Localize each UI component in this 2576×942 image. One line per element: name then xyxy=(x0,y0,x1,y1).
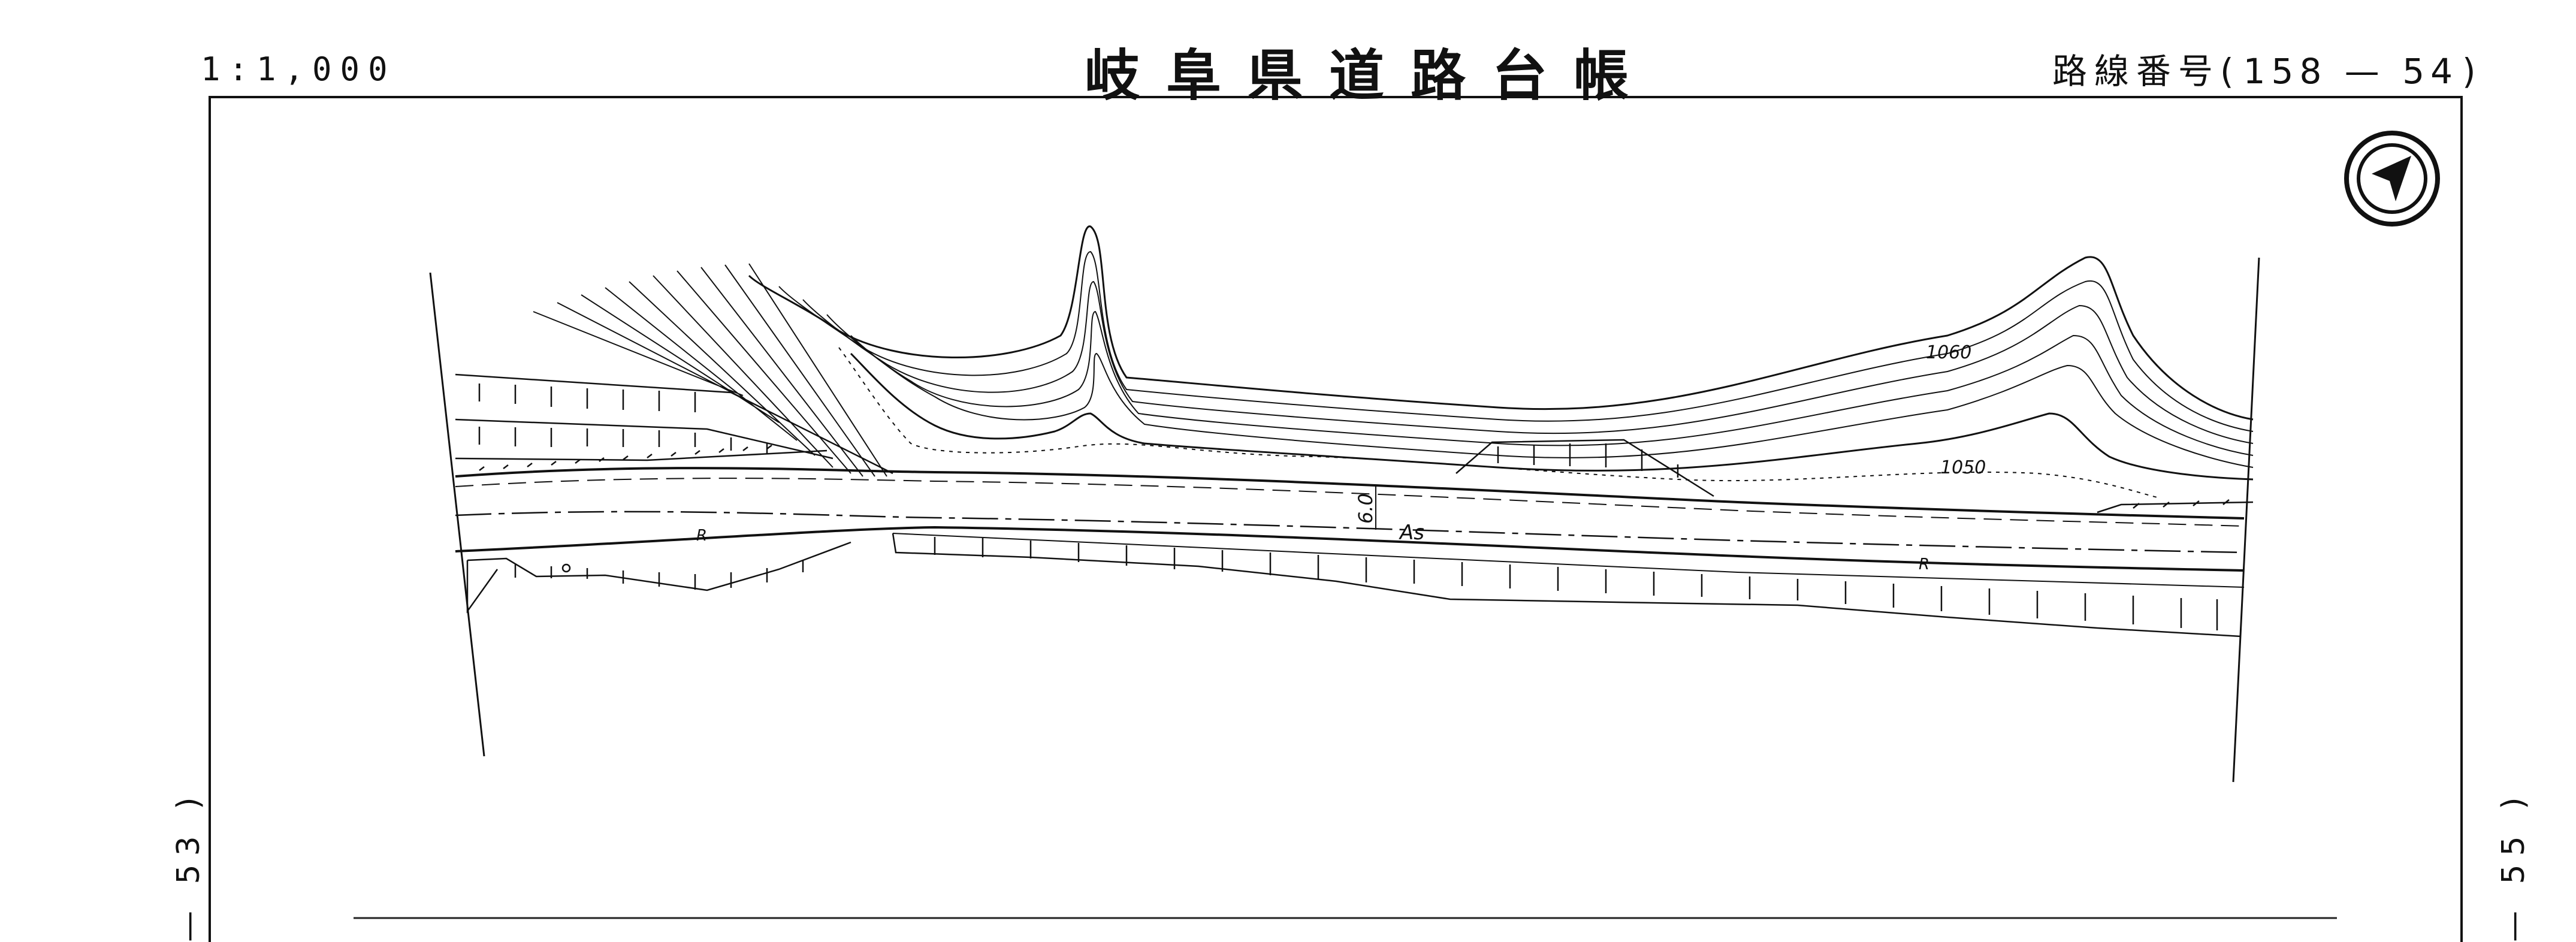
road xyxy=(455,467,2245,588)
route-open-paren: ( xyxy=(2220,51,2240,92)
route-number: 158 — 54 xyxy=(2243,51,2459,92)
map-scale: 1:1,000 xyxy=(201,50,396,88)
upper-slope-right xyxy=(2097,499,2254,514)
route-number-label: 路線番号 xyxy=(2052,51,2221,92)
road-width-label: 6.0 xyxy=(1354,493,1377,524)
retaining-wall-mark-right: R xyxy=(1919,555,1929,573)
road-edge-lower xyxy=(455,526,2245,572)
upper-slope-left xyxy=(455,373,893,475)
road-surface-label: As xyxy=(1399,521,1424,545)
contour-lines xyxy=(748,225,2254,498)
north-arrow-icon xyxy=(2344,131,2440,227)
retaining-wall-mark-left: R xyxy=(696,527,707,545)
road-edge-upper-inner xyxy=(455,478,2245,527)
upper-slope-steep xyxy=(533,263,887,477)
contour-label-1050: 1050 xyxy=(1940,457,1986,478)
lower-slope-right xyxy=(892,533,2242,638)
route-close-paren: ) xyxy=(2462,51,2482,92)
right-section-line xyxy=(2232,257,2260,783)
road-centerline xyxy=(455,511,2245,554)
route-number-block: 路線番号(158 — 54) xyxy=(2052,43,2482,93)
contour-label-1060: 1060 xyxy=(1926,342,1971,363)
contour-label-1050: 1050 xyxy=(1940,457,1986,478)
left-section-line xyxy=(429,272,485,757)
lower-slope-left xyxy=(466,541,851,614)
map-frame xyxy=(209,96,2463,942)
contour-label-1060: 1060 xyxy=(1926,342,1971,363)
road-edge-upper xyxy=(455,467,2245,520)
